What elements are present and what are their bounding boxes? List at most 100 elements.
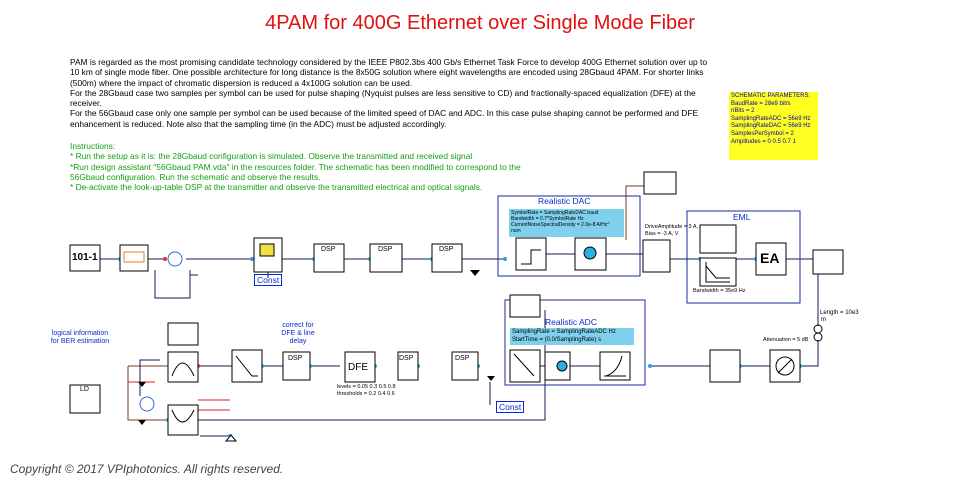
scope-block[interactable] [509, 294, 541, 318]
ber-icon [171, 409, 195, 423]
ber-block[interactable] [167, 404, 199, 436]
ber-block[interactable] [167, 351, 199, 383]
instruction-item: *Run design assistant "56Gbaud PAM.vda" … [70, 161, 521, 172]
quantizer-icon [513, 353, 535, 377]
instruction-item: * De-activate the look-up-table DSP at t… [70, 182, 483, 193]
attenuator-icon [777, 358, 793, 374]
ea-label: EA [760, 250, 780, 266]
dsp-label: DSP [455, 355, 470, 362]
param-line: SamplingRateDAC = 56e9 Hz [731, 123, 811, 130]
scope-block[interactable] [167, 322, 199, 346]
decision-icon [235, 355, 258, 377]
noise-source-icon [583, 246, 597, 260]
bit-source-label: 101-1 [72, 252, 98, 263]
realistic-dac-title: Realistic DAC [538, 196, 591, 206]
dac-param: Bandwidth = 0.7*SymbolRate Hz [511, 216, 584, 222]
schematic-parameters-box[interactable]: SCHEMATIC PARAMETERS: BaudRate = 28e9 bi… [729, 92, 818, 160]
const-block[interactable]: Const [496, 401, 525, 413]
dsp-label: DSP [399, 355, 414, 362]
description-text: PAM is regarded as the most promising ca… [70, 57, 710, 129]
bias-label: Bias = -3 A, V [645, 231, 679, 237]
return-wire [198, 310, 546, 437]
eml-bandwidth-label: Bandwidth = 35e9 Hz [693, 288, 746, 294]
ber-wire [127, 365, 168, 421]
note-line: for BER estimation [50, 338, 110, 345]
dsp-label: DSP [439, 246, 454, 253]
instruction-item: 56Gbaud configuration. Run the schematic… [70, 171, 321, 182]
scope-block[interactable] [643, 171, 677, 195]
dsp-block[interactable] [282, 351, 311, 381]
port-dot [163, 257, 167, 261]
lowpass-icon [705, 262, 730, 283]
description-paragraph: For the 28Gbaud case two samples per sym… [70, 87, 696, 109]
ground-icon [487, 376, 495, 381]
dac-param: SymbolRate = SamplingRateDAC baud [511, 210, 599, 216]
realistic-adc-frame [504, 299, 646, 386]
realistic-adc-title: Realistic ADC [545, 317, 597, 327]
fiber-spool-icon[interactable] [813, 324, 823, 334]
adc-filter-block[interactable] [599, 351, 631, 381]
port-dot [648, 364, 652, 368]
dfe-levels-label: levels = 0.05 0.3 0.5 0.8 [337, 384, 396, 390]
port-dot [250, 257, 254, 261]
lowpass-icon [705, 265, 730, 279]
bias-tee-block[interactable] [642, 239, 671, 273]
return-wire [198, 399, 230, 411]
dsp-block[interactable] [451, 351, 479, 381]
dsp-block[interactable] [431, 243, 463, 273]
step-icon [521, 249, 541, 265]
dac-params-box[interactable]: SymbolRate = SamplingRateDAC baud Bandwi… [509, 209, 624, 237]
coder-icon [123, 251, 145, 263]
adc-params-box[interactable]: SamplingRate = SamplingRateADC Hz StartT… [510, 328, 634, 345]
dfe-thresholds-label: thresholds = 0.2 0.4 0.6 [337, 391, 395, 397]
param-line: SamplingRateADC = 56e9 Hz [731, 115, 811, 122]
correct-delay-note: correct for DFE & line delay [272, 322, 324, 346]
fiber-spool-icon[interactable] [813, 332, 823, 342]
laser-block[interactable] [699, 224, 737, 254]
dsp-block[interactable] [313, 243, 345, 273]
adc-param: StartTime = (0.0/SamplingRate) s [512, 336, 601, 343]
decision-block[interactable] [231, 349, 263, 383]
dsp-block[interactable] [369, 243, 403, 273]
param-line: SamplesPerSymbol = 2 [731, 130, 794, 137]
port-dot [503, 257, 507, 261]
instruction-item: * Run the setup as it is: the 28Gbaud co… [70, 151, 473, 162]
param-line: Amplitudes = 0 0.5 0.7 1 [731, 138, 796, 145]
fiber-wire [800, 340, 819, 367]
ld-block[interactable] [69, 384, 101, 414]
noise-source-icon [556, 360, 568, 372]
note-line: delay [289, 338, 307, 345]
dsp-label: DSP [288, 355, 303, 362]
scope-link-wire [625, 185, 650, 240]
ber-icon [171, 362, 195, 377]
fiber-length-label: Length = 10e3 [820, 310, 859, 316]
dsp-block[interactable] [397, 351, 419, 381]
pulse-shaper-icon [259, 243, 275, 257]
dfe-label: DFE [348, 362, 368, 373]
copyright-notice: Copyright © 2017 VPIphotonics. All right… [10, 462, 284, 476]
dfe-block[interactable] [344, 351, 376, 383]
scope-block[interactable] [812, 249, 844, 275]
eml-title: EML [733, 212, 751, 222]
ground-icon [470, 270, 480, 276]
attenuation-label: Attenuation = 5 dB [763, 337, 809, 343]
note-line: logical information [51, 330, 109, 337]
description-paragraph: PAM is regarded as the most promising ca… [70, 57, 708, 88]
splitter-icon[interactable] [139, 396, 155, 412]
description-paragraph: For the 56Gbaud case only one sample per… [70, 108, 699, 129]
instructions-text: Instructions: * Run the setup as it is: … [70, 141, 630, 192]
splitter-icon[interactable] [167, 251, 183, 267]
param-line: BaudRate = 28e9 bit/s [731, 100, 791, 107]
params-heading: SCHEMATIC PARAMETERS: [731, 93, 811, 99]
ref-wire [154, 270, 191, 299]
ea-modulator-block[interactable] [755, 242, 787, 276]
filter-icon [604, 355, 626, 377]
param-line: nBits = 2 [731, 108, 755, 115]
ld-label: LD [80, 386, 89, 393]
dac-param: num [511, 228, 521, 234]
adc-param: SamplingRate = SamplingRateADC Hz [512, 329, 616, 335]
photodiode-block[interactable] [709, 349, 741, 383]
const-block[interactable]: Const [254, 274, 283, 286]
